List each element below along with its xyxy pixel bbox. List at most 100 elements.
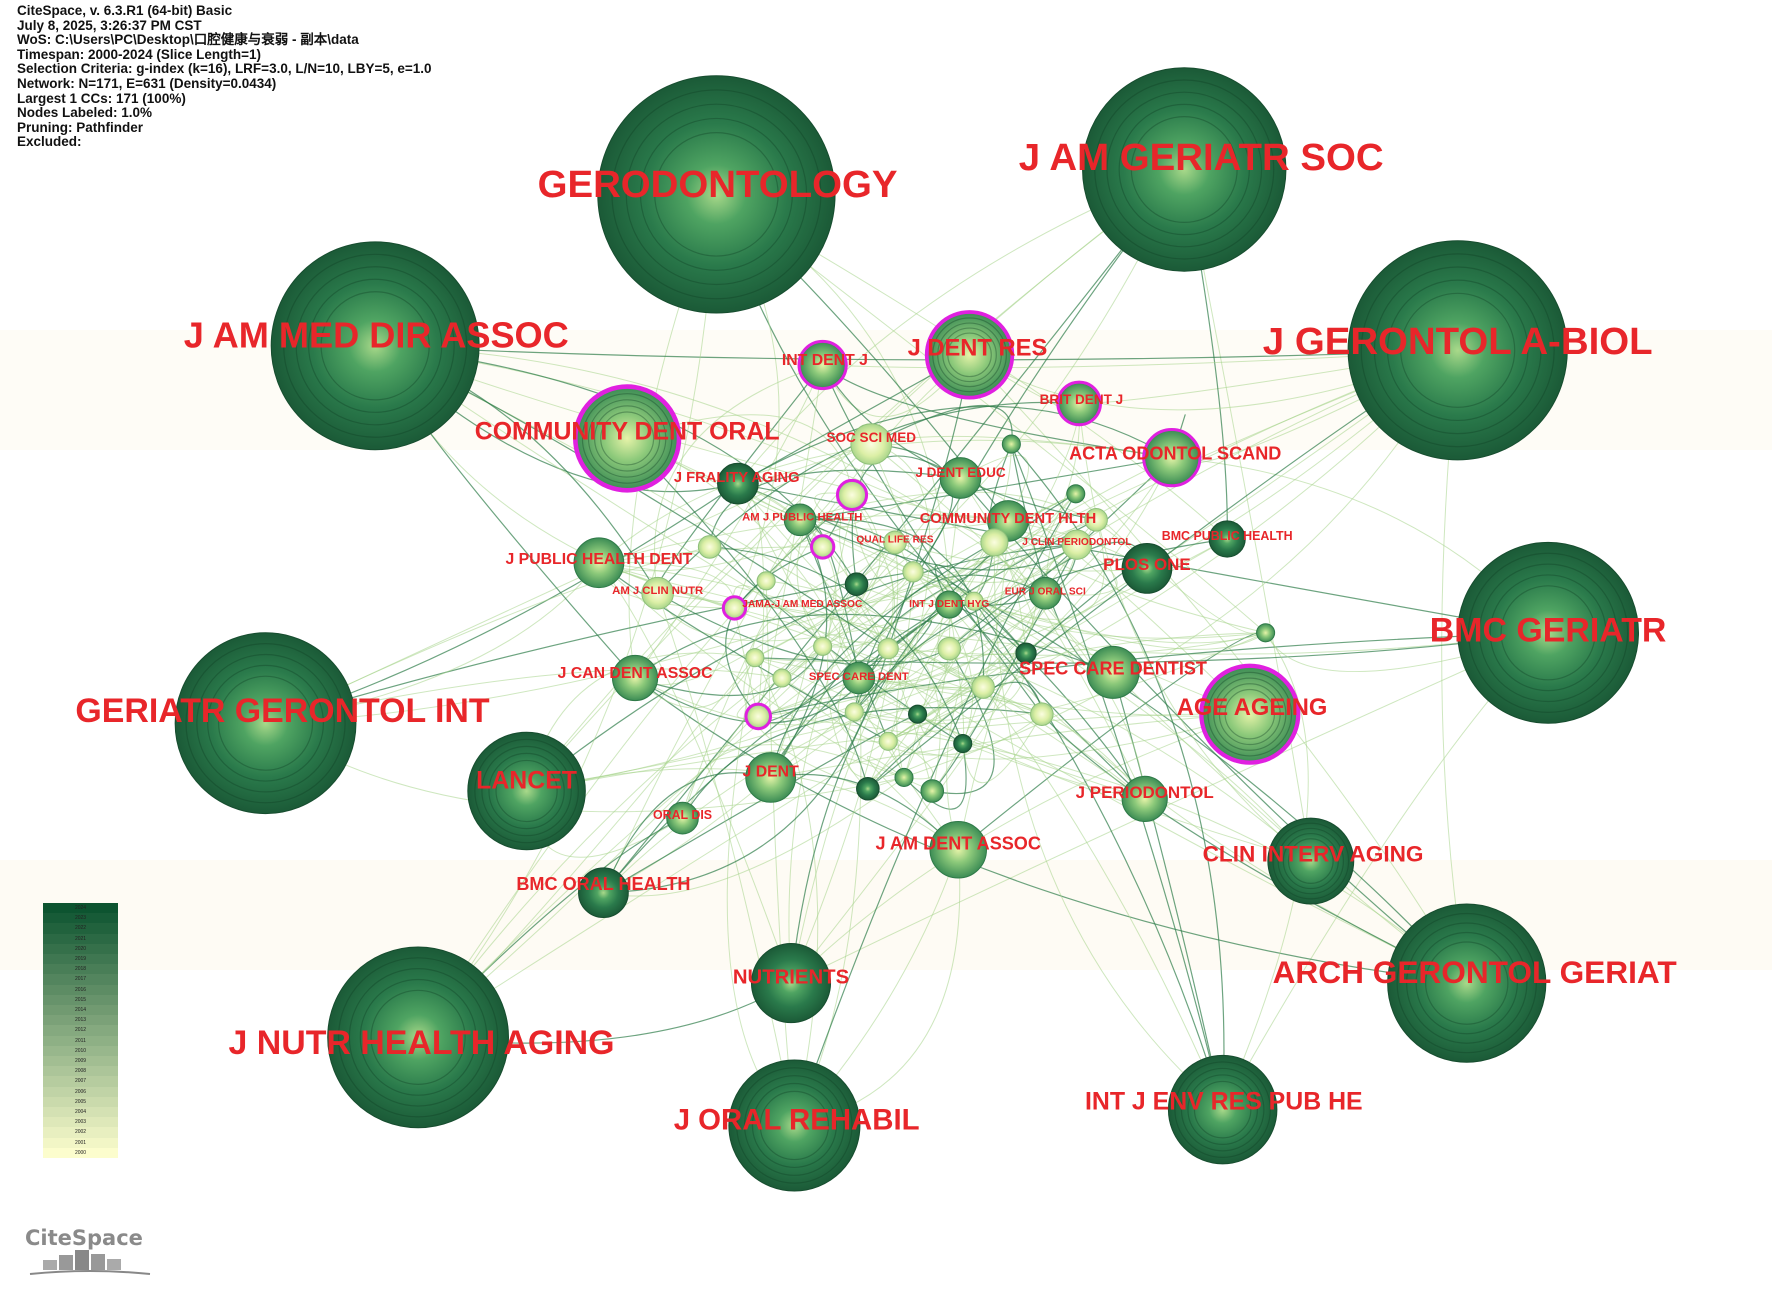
journal-node[interactable]: [980, 528, 1009, 557]
node-circle[interactable]: [844, 572, 869, 597]
journal-node[interactable]: [937, 636, 962, 661]
journal-node[interactable]: [1167, 1054, 1278, 1165]
node-circle[interactable]: [1066, 484, 1086, 504]
journal-node[interactable]: [1457, 541, 1639, 724]
node-label[interactable]: PLOS ONE: [1103, 555, 1191, 574]
journal-node[interactable]: [1061, 529, 1093, 560]
node-circle[interactable]: [1347, 240, 1568, 461]
node-circle[interactable]: [772, 668, 792, 688]
node-label[interactable]: SOC SCI MED: [826, 430, 916, 445]
node-label[interactable]: J ORAL REHABIL: [674, 1103, 920, 1136]
node-circle[interactable]: [1387, 903, 1547, 1063]
journal-node[interactable]: [597, 75, 836, 314]
node-circle[interactable]: [902, 561, 924, 583]
journal-node[interactable]: [1142, 428, 1202, 488]
node-circle[interactable]: [929, 821, 987, 879]
journal-node[interactable]: [783, 503, 817, 537]
journal-node[interactable]: [1121, 775, 1168, 823]
node-circle[interactable]: [745, 752, 797, 803]
journal-node[interactable]: [971, 675, 995, 699]
journal-node[interactable]: [1199, 663, 1301, 765]
journal-node[interactable]: [573, 537, 625, 589]
node-label[interactable]: INT DENT J: [782, 352, 868, 369]
node-circle[interactable]: [641, 576, 674, 610]
journal-node[interactable]: [641, 576, 674, 610]
node-label[interactable]: J PUBLIC HEALTH DENT: [505, 551, 692, 568]
node-label[interactable]: AGE AGEING: [1177, 695, 1328, 721]
node-label[interactable]: NUTRIENTS: [733, 967, 849, 989]
node-circle[interactable]: [844, 702, 864, 722]
journal-node[interactable]: [1030, 702, 1054, 726]
node-circle[interactable]: [1121, 543, 1173, 594]
journal-node[interactable]: [578, 867, 629, 919]
journal-node[interactable]: [929, 821, 987, 879]
journal-node[interactable]: [1086, 645, 1140, 699]
journal-node[interactable]: [327, 946, 510, 1129]
node-circle[interactable]: [939, 457, 982, 499]
node-label[interactable]: J DENT: [743, 763, 800, 780]
node-label[interactable]: SPEC CARE DENT: [809, 671, 909, 683]
journal-node[interactable]: [745, 752, 797, 803]
journal-node[interactable]: [844, 702, 864, 722]
node-circle[interactable]: [937, 636, 962, 661]
node-circle[interactable]: [894, 767, 914, 787]
node-circle[interactable]: [697, 535, 722, 559]
journal-node[interactable]: [1001, 434, 1021, 454]
node-label[interactable]: GERIATR GERONTOL INT: [75, 692, 490, 730]
journal-node[interactable]: [721, 595, 748, 621]
node-label[interactable]: EUR J ORAL SCI: [1005, 587, 1086, 598]
node-circle[interactable]: [856, 776, 880, 801]
node-circle[interactable]: [666, 801, 699, 835]
node-circle[interactable]: [1267, 817, 1355, 905]
node-label[interactable]: J FRALITY AGING: [674, 470, 800, 486]
journal-node[interactable]: [920, 779, 945, 803]
node-label[interactable]: GERODONTOLOGY: [538, 163, 898, 206]
journal-node[interactable]: [850, 423, 893, 465]
node-label[interactable]: INT J DENT HYG: [909, 599, 989, 610]
journal-node[interactable]: [1267, 817, 1355, 905]
journal-node[interactable]: [772, 668, 792, 688]
node-label[interactable]: J CLIN PERIODONTOL: [1022, 537, 1131, 548]
journal-node[interactable]: [939, 457, 982, 499]
journal-node[interactable]: [924, 310, 1015, 400]
journal-node[interactable]: [611, 654, 659, 702]
node-circle[interactable]: [878, 731, 898, 751]
node-circle[interactable]: [935, 590, 964, 619]
journal-node[interactable]: [856, 776, 880, 801]
node-circle[interactable]: [850, 423, 893, 465]
journal-node[interactable]: [666, 801, 699, 835]
journal-node[interactable]: [717, 462, 759, 505]
node-circle[interactable]: [597, 75, 836, 314]
node-label[interactable]: J PERIODONTOL: [1076, 783, 1214, 802]
node-circle[interactable]: [1121, 775, 1168, 823]
node-label[interactable]: AM J CLIN NUTR: [612, 585, 703, 597]
node-circle[interactable]: [573, 537, 625, 589]
journal-node[interactable]: [842, 661, 876, 695]
node-circle[interactable]: [1086, 645, 1140, 699]
node-circle[interactable]: [1167, 1054, 1278, 1165]
journal-node[interactable]: [797, 339, 848, 391]
node-label[interactable]: J GERONTOL A-BIOL: [1263, 320, 1653, 363]
node-circle[interactable]: [728, 1059, 861, 1192]
node-circle[interactable]: [717, 462, 759, 505]
node-circle[interactable]: [953, 734, 973, 754]
journal-node[interactable]: [750, 943, 832, 1024]
node-label[interactable]: BRIT DENT J: [1040, 392, 1124, 407]
node-label[interactable]: ORAL DIS: [653, 808, 712, 822]
journal-node[interactable]: [835, 478, 869, 512]
journal-node[interactable]: [1121, 543, 1173, 594]
journal-node[interactable]: [1208, 520, 1246, 558]
node-label[interactable]: QUAL LIFE RES: [856, 535, 933, 546]
node-circle[interactable]: [1208, 520, 1246, 558]
node-label[interactable]: ACTA ODONTOL SCAND: [1069, 444, 1281, 464]
node-circle[interactable]: [1030, 702, 1054, 726]
journal-node[interactable]: [1066, 484, 1086, 504]
journal-node[interactable]: [744, 702, 773, 731]
journal-node[interactable]: [953, 734, 973, 754]
node-circle[interactable]: [883, 530, 907, 555]
node-label[interactable]: BMC ORAL HEALTH: [516, 874, 690, 894]
journal-node[interactable]: [1028, 576, 1062, 610]
journal-node[interactable]: [809, 534, 836, 560]
node-label[interactable]: BMC GERIATR: [1430, 612, 1667, 650]
